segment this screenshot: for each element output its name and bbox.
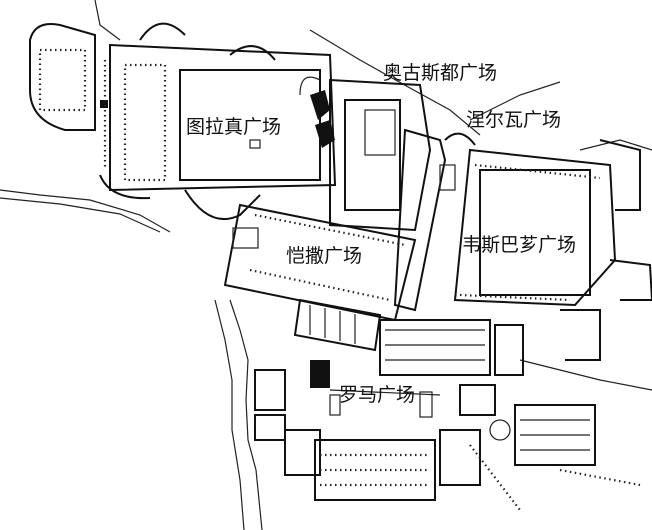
label-trajan-forum: 图拉真广场 (186, 116, 282, 138)
caesar-forum-plan (223, 203, 417, 352)
label-roman-forum: 罗马广场 (339, 384, 416, 406)
vespasian-forum-plan (453, 139, 652, 361)
trajan-forum-plan (29, 22, 337, 220)
label-caesar-forum: 恺撒广场 (286, 245, 363, 267)
label-vespasian-forum: 韦斯巴芗广场 (462, 234, 577, 256)
label-augustus-forum: 奥古斯都广场 (383, 62, 498, 84)
nerva-forum-plan (393, 128, 476, 312)
augustus-forum-plan (299, 76, 432, 232)
roman-forum-plan (254, 319, 641, 511)
label-nerva-forum: 涅尔瓦广场 (466, 109, 562, 131)
